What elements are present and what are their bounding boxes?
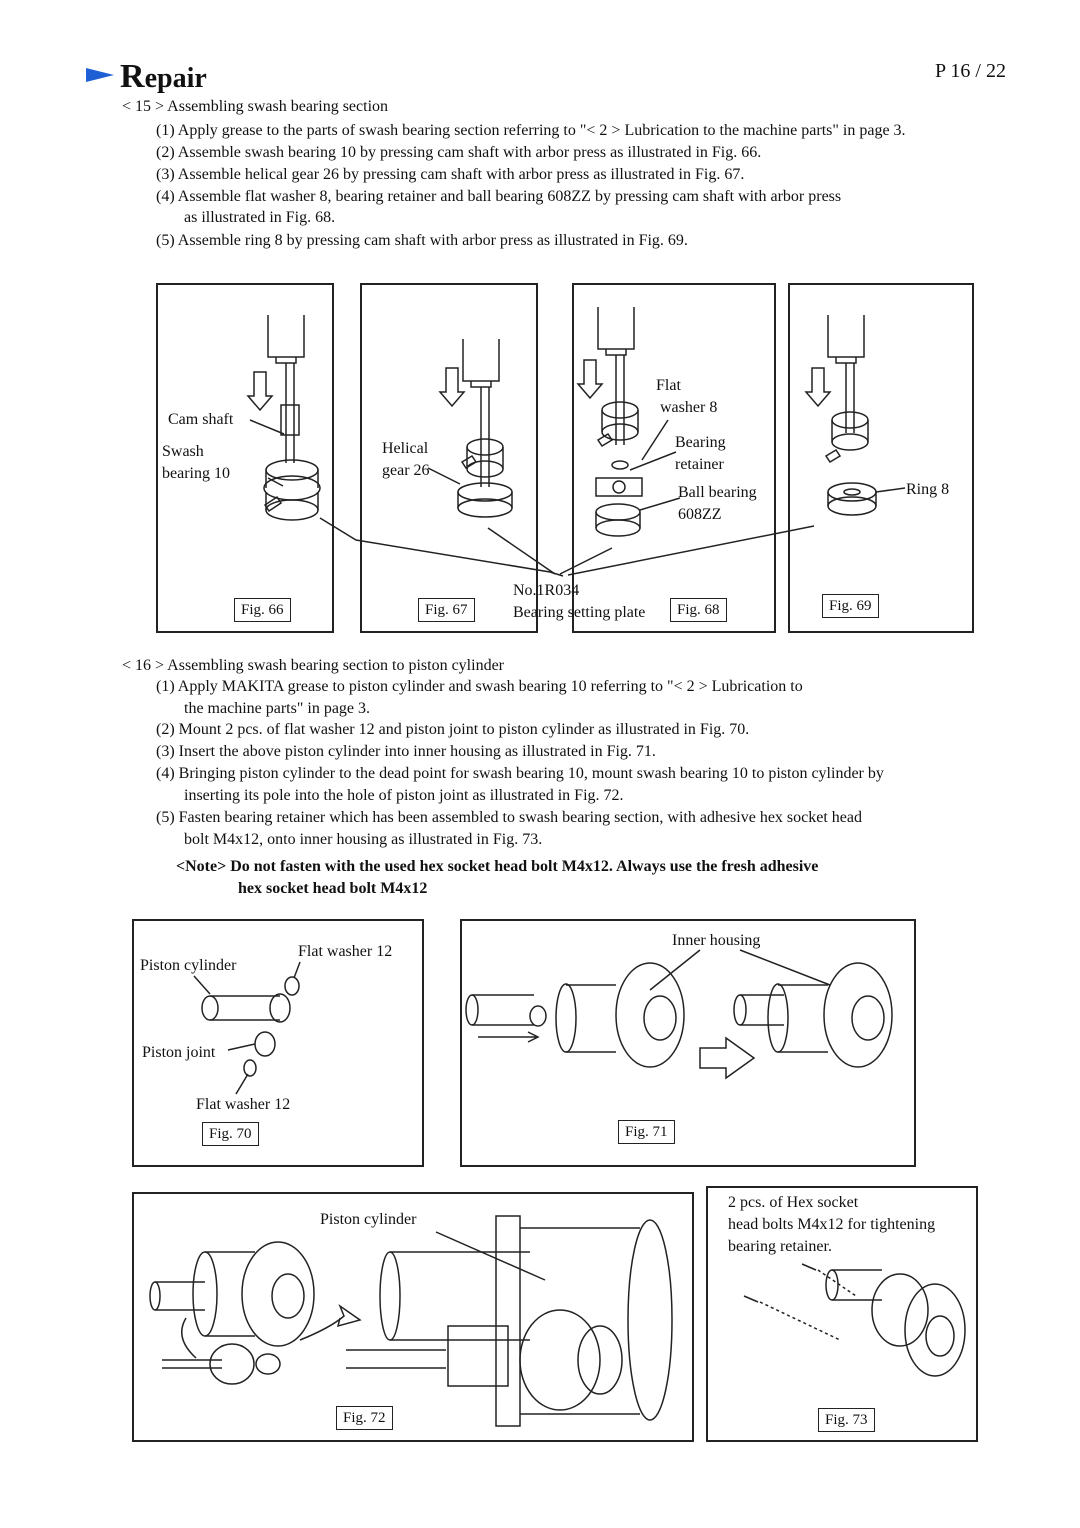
note-line-2: hex socket head bolt M4x12 <box>238 880 428 897</box>
fig-67-label: Fig. 67 <box>418 598 475 622</box>
section-16-step-1: (1) Apply MAKITA grease to piston cylind… <box>156 678 803 695</box>
fig-69-panel <box>788 283 974 633</box>
fig-68-panel <box>572 283 776 633</box>
helical-label: Helical <box>382 440 429 457</box>
section-16-step-4-cont: inserting its pole into the hole of pist… <box>184 787 624 804</box>
washer-8-label: washer 8 <box>660 399 718 416</box>
section-16-step-5-cont: bolt M4x12, onto inner housing as illust… <box>184 831 543 848</box>
fig-70-panel <box>132 919 424 1167</box>
bearing-10-label: bearing 10 <box>162 465 230 482</box>
fig-70-flat-washer-top-label: Flat washer 12 <box>298 943 393 960</box>
note-line-1: <Note> Do not fasten with the used hex s… <box>176 858 819 875</box>
flat-label: Flat <box>656 377 681 394</box>
section-15-step-4-cont: as illustrated in Fig. 68. <box>184 209 336 226</box>
bearing-label: Bearing <box>675 434 726 451</box>
ball-bearing-label: Ball bearing <box>678 484 757 501</box>
piston-joint-label: Piston joint <box>142 1044 216 1061</box>
section-15-step-1: (1) Apply grease to the parts of swash b… <box>156 122 906 139</box>
fig-70-piston-cylinder-label: Piston cylinder <box>140 957 237 974</box>
gear-26-label: gear 26 <box>382 462 430 479</box>
fig-69-label: Fig. 69 <box>822 594 879 618</box>
section-15-step-5: (5) Assemble ring 8 by pressing cam shaf… <box>156 232 688 249</box>
608zz-label: 608ZZ <box>678 506 722 523</box>
tool-name: Bearing setting plate <box>513 604 646 621</box>
retainer-label: retainer <box>675 456 724 473</box>
fig-73-text-line-2: head bolts M4x12 for tightening <box>728 1216 936 1233</box>
section-15-step-2: (2) Assemble swash bearing 10 by pressin… <box>156 144 762 161</box>
fig-72-label: Fig. 72 <box>336 1406 393 1430</box>
cam-shaft-label: Cam shaft <box>168 411 234 428</box>
page-number: P 16 / 22 <box>935 60 1006 82</box>
section-16-heading: < 16 > Assembling swash bearing section … <box>122 657 504 674</box>
section-16-step-2: (2) Mount 2 pcs. of flat washer 12 and p… <box>156 721 750 738</box>
fig-67-panel <box>360 283 538 633</box>
page-title: Repair <box>120 58 207 95</box>
fig-70-label: Fig. 70 <box>202 1122 259 1146</box>
fig-73-text-line-3: bearing retainer. <box>728 1238 832 1255</box>
pointer-arrow-icon <box>86 68 114 82</box>
fig-70-flat-washer-bottom-label: Flat washer 12 <box>196 1096 291 1113</box>
inner-housing-label: Inner housing <box>672 932 761 949</box>
section-16-step-1-cont: the machine parts" in page 3. <box>184 700 371 717</box>
section-15-step-4: (4) Assemble flat washer 8, bearing reta… <box>156 188 842 205</box>
fig-71-label: Fig. 71 <box>618 1120 675 1144</box>
fig-72-panel <box>132 1192 694 1442</box>
fig-73-label: Fig. 73 <box>818 1408 875 1432</box>
section-15-step-3: (3) Assemble helical gear 26 by pressing… <box>156 166 745 183</box>
section-16-step-4: (4) Bringing piston cylinder to the dead… <box>156 765 884 782</box>
section-16-step-3: (3) Insert the above piston cylinder int… <box>156 743 656 760</box>
section-16-step-5: (5) Fasten bearing retainer which has be… <box>156 809 862 826</box>
fig-66-label: Fig. 66 <box>234 598 291 622</box>
ring-8-label: Ring 8 <box>906 481 950 498</box>
fig-73-text-line-1: 2 pcs. of Hex socket <box>728 1194 859 1211</box>
fig-68-label: Fig. 68 <box>670 598 727 622</box>
tool-number: No.1R034 <box>513 582 580 599</box>
fig-72-piston-cylinder-label: Piston cylinder <box>320 1211 417 1228</box>
swash-label: Swash <box>162 443 204 460</box>
section-15-heading: < 15 > Assembling swash bearing section <box>122 98 389 115</box>
fig-73-panel <box>706 1186 978 1442</box>
